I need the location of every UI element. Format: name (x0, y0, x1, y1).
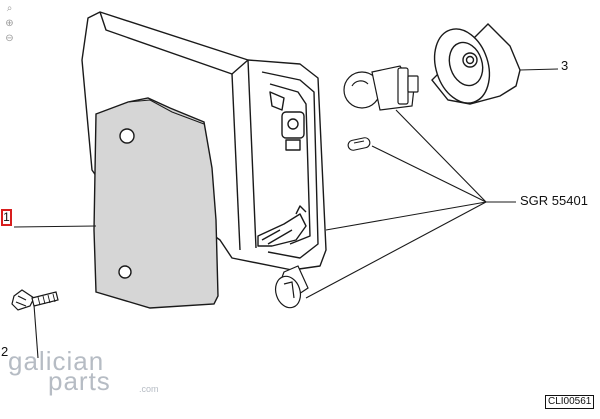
leader-lines (13, 68, 559, 359)
zoom-in-icon[interactable]: ⊕ (5, 18, 14, 29)
callout-part-2[interactable]: 2 (1, 344, 9, 359)
callout-bulb-set[interactable]: SGR 55401 (520, 193, 588, 208)
zoom-reset-icon[interactable]: ⌕ (6, 3, 13, 14)
drawing-code-label: CLI00561 (545, 395, 595, 409)
zoom-out-icon[interactable]: ⊖ (5, 33, 14, 44)
watermark-line-1: galician (8, 346, 105, 376)
callout-part-3[interactable]: 3 (561, 58, 569, 73)
zoom-toolbar: ⌕ ⊕ ⊖ (4, 3, 16, 48)
indicator-bulb[interactable] (272, 265, 309, 311)
watermark-suffix: .com (139, 384, 159, 394)
brand-watermark: galician parts .com (8, 348, 178, 394)
leader-sgr-indicator (305, 201, 487, 299)
leader-sgr-wedge (371, 145, 487, 203)
bulb-holder-cup[interactable] (426, 22, 521, 110)
wedge-bulb[interactable] (347, 137, 371, 151)
fixing-screw[interactable] (11, 289, 59, 311)
socket-bulb[interactable] (343, 65, 419, 111)
leader-part-1 (13, 225, 97, 228)
leader-part-3 (519, 68, 559, 71)
callout-part-1[interactable]: 1 (1, 209, 12, 226)
lamp-lens[interactable] (93, 97, 219, 309)
watermark-line-2: parts (48, 366, 111, 396)
leader-sgr-socket (395, 109, 487, 203)
leader-part-2 (33, 304, 39, 359)
leader-sgr-holder (325, 201, 487, 231)
